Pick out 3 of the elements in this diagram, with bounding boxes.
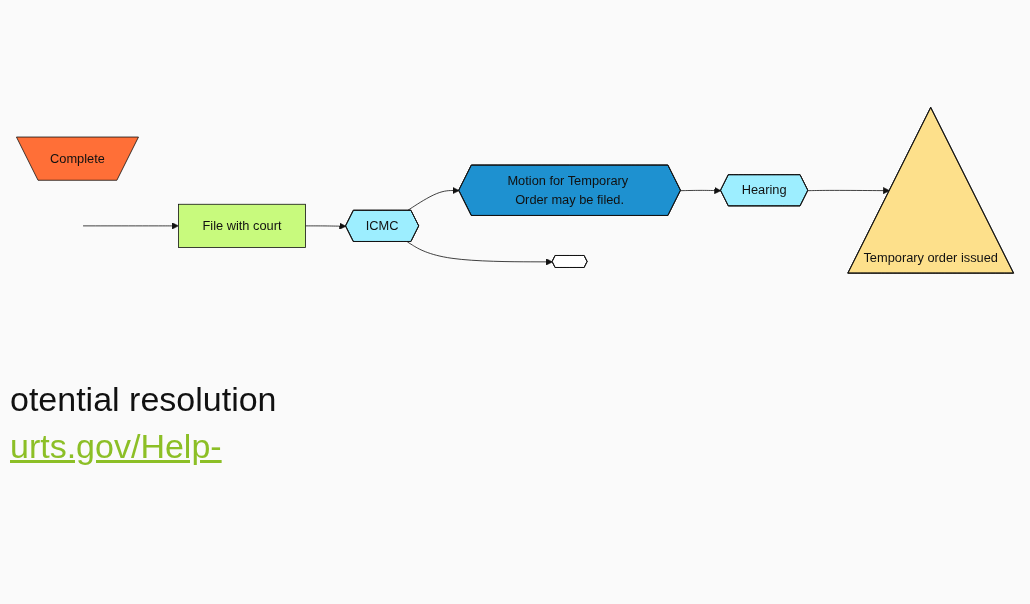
node-box: File with court — [178, 203, 306, 248]
link-text: urts.gov/Help- — [10, 427, 223, 466]
body-text: otential resolution — [10, 380, 278, 419]
